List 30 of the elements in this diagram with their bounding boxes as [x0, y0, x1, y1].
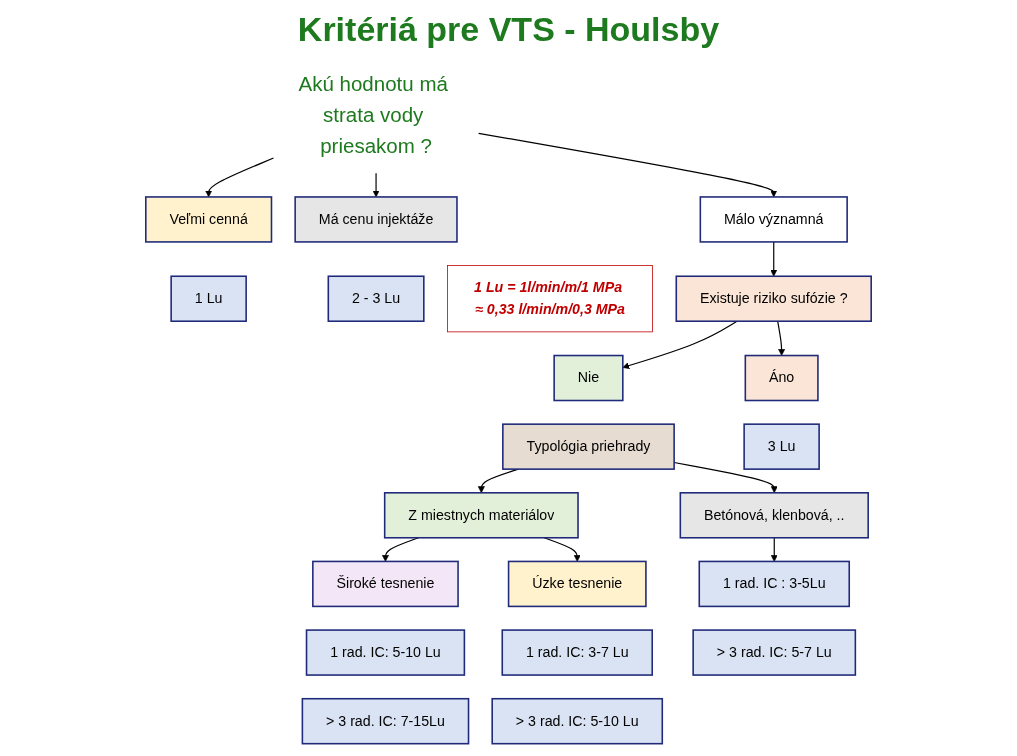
arrow: [777, 320, 786, 356]
node-box: Betónová, klenbová, ..: [679, 492, 869, 539]
node-box: > 3 rad. IC: 5-10 Lu: [491, 697, 664, 745]
node-box: Z miestnych materiálov: [383, 492, 579, 539]
arrow: [770, 537, 778, 562]
node-box: Úzke tesnenie: [507, 560, 647, 608]
node-box: 3 Lu: [743, 423, 820, 470]
node-box: 1 Lu = 1l/min/m/1 MPa ≈ 0,33 l/min/m/0,3 MPa: [447, 265, 653, 333]
arrow: [205, 157, 275, 198]
node-box: Typológia priehrady: [502, 423, 675, 470]
node-box: 1 rad. IC : 3-5Lu: [698, 560, 850, 608]
node-box: Existuje riziko sufózie ?: [675, 275, 872, 322]
node-box: 2 - 3 Lu: [327, 275, 425, 322]
arrow: [478, 132, 778, 198]
node-box: Nie: [553, 354, 624, 402]
node-box: 1 rad. IC: 5-10 Lu: [305, 629, 466, 676]
node-box: > 3 rad. IC: 7-15Lu: [301, 697, 470, 745]
node-box: Široké tesnenie: [312, 560, 459, 608]
node-box: Áno: [744, 354, 819, 402]
arrow: [770, 241, 778, 277]
node-box: > 3 rad. IC: 5-7 Lu: [692, 629, 857, 676]
arrow: [622, 320, 738, 369]
title: Kritériá pre VTS - Houlsby: [297, 10, 720, 49]
node-box: Málo významná: [699, 196, 848, 243]
node-box: Veľmi cenná: [145, 196, 273, 243]
node-box: Má cenu injektáže: [294, 196, 458, 243]
node-box: 1 rad. IC: 3-7 Lu: [501, 629, 653, 676]
node-text: Akú hodnotu má strata vody priesakom ?: [298, 72, 448, 158]
arrow: [372, 172, 380, 198]
node-box: 1 Lu: [170, 275, 247, 322]
